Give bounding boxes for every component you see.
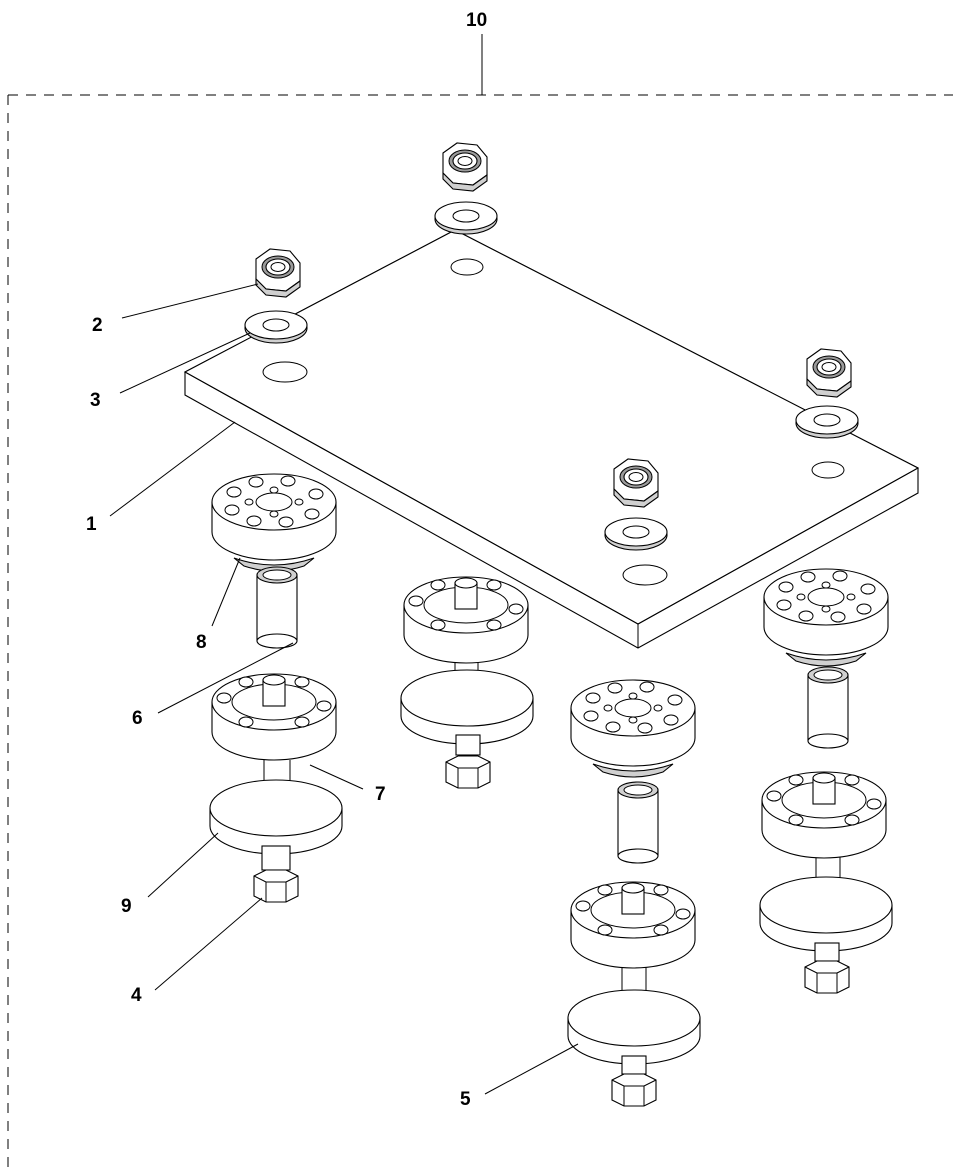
washer-right — [795, 405, 859, 439]
lock-nut-top — [442, 142, 488, 192]
washer-top — [434, 201, 498, 235]
callout-6: 6 — [132, 708, 143, 729]
lock-nut-right — [806, 348, 852, 398]
mount-stack-left — [209, 473, 343, 903]
mount-stack-middle — [400, 576, 534, 789]
callout-5: 5 — [460, 1089, 471, 1110]
callout-4: 4 — [131, 985, 142, 1006]
callout-10: 10 — [466, 10, 487, 31]
lock-nut-front — [613, 458, 659, 508]
mount-stack-front — [567, 679, 701, 1107]
washer-left — [244, 310, 308, 344]
callout-2: 2 — [92, 315, 103, 336]
mount-stack-right — [759, 568, 893, 994]
washer-front — [604, 517, 668, 551]
leader-lines — [109, 283, 579, 1095]
callout-8: 8 — [196, 632, 207, 653]
callout-7: 7 — [375, 784, 386, 805]
base-plate — [183, 229, 920, 649]
callout-3: 3 — [90, 390, 101, 411]
lock-nut-left — [255, 248, 301, 298]
callout-9: 9 — [121, 896, 132, 917]
callout-1: 1 — [86, 514, 97, 535]
